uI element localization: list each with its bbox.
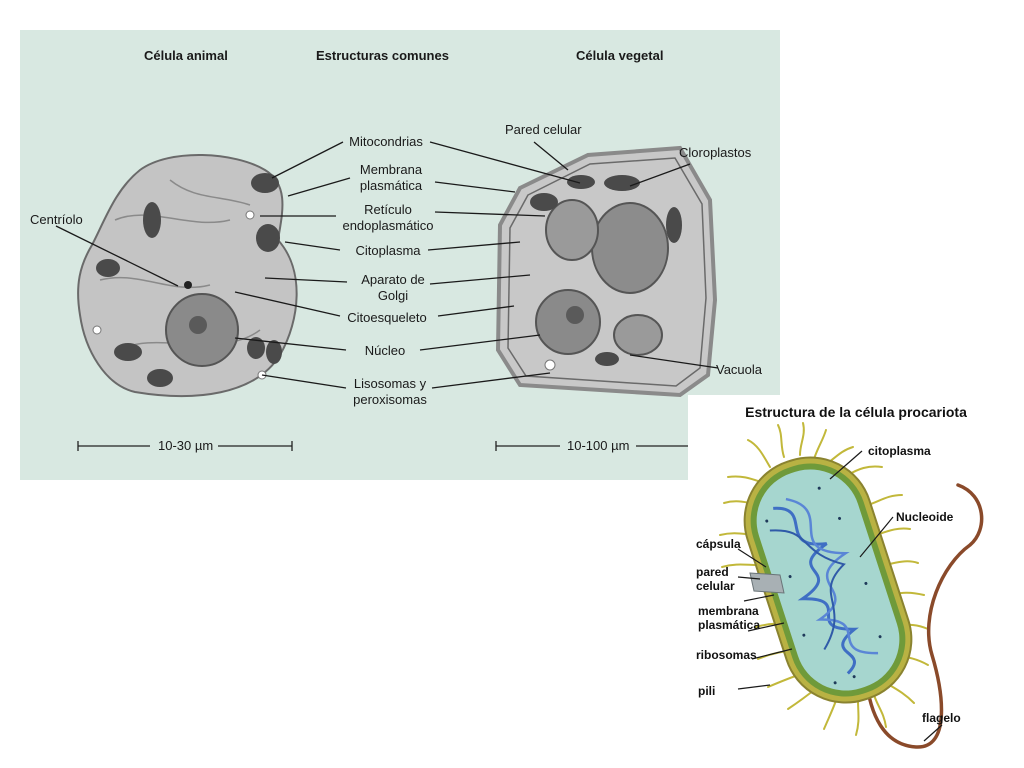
cutaway-wedge [749, 572, 785, 594]
label-golgi-2: Golgi [377, 288, 409, 303]
label-mitocondrias: Mitocondrias [349, 134, 423, 149]
label-golgi-1: Aparato de [361, 272, 425, 287]
plant-cell [495, 145, 718, 398]
label-membrana-2-pro: plasmática [698, 618, 761, 632]
label-flagelo: flagelo [922, 711, 961, 725]
header-animal-cell: Célula animal [144, 48, 228, 63]
label-lisosomas-1: Lisosomas y [353, 376, 427, 391]
prokaryotic-cell-panel: Estructura de la célula procariota citop… [688, 395, 1024, 768]
scale-animal: 10-30 µm [154, 438, 218, 453]
label-nucleoide: Nucleoide [896, 510, 954, 524]
label-citoplasma: Citoplasma [355, 243, 421, 258]
plant-nucleus [535, 289, 601, 355]
bacterium [743, 456, 913, 704]
label-membrana-1: Membrana [359, 162, 423, 177]
label-nucleo: Núcleo [364, 343, 406, 358]
prokaryote-drawing [719, 422, 984, 749]
leader-lines [55, 141, 719, 389]
prokaryote-leader-lines [737, 450, 943, 742]
label-cloroplastos: Cloroplastos [679, 145, 752, 160]
eukaryotic-cells-panel: Célula animal Estructuras comunes Célula… [20, 30, 780, 480]
scale-plant: 10-100 µm [563, 438, 634, 453]
label-lisosomas-2: peroxisomas [353, 392, 427, 407]
prokaryote-title: Estructura de la célula procariota [745, 404, 967, 420]
label-membrana-1-pro: membrana [698, 604, 759, 618]
header-plant-cell: Célula vegetal [576, 48, 664, 63]
plant-vacuole [591, 202, 669, 294]
label-citoesqueleto: Citoesqueleto [347, 310, 427, 325]
label-pili: pili [698, 684, 716, 698]
animal-cell [77, 154, 298, 398]
label-vacuola: Vacuola [716, 362, 763, 377]
label-reticulo-2: endoplasmático [342, 218, 434, 233]
label-membrana-2: plasmática [359, 178, 423, 193]
label-pared-1: pared [696, 565, 729, 579]
label-ribosomas: ribosomas [696, 648, 757, 662]
label-pared-celular: Pared celular [505, 122, 582, 137]
label-reticulo-1: Retículo [364, 202, 412, 217]
header-common-structures: Estructuras comunes [316, 48, 449, 63]
label-pared-2: celular [696, 579, 735, 593]
label-centriolo: Centríolo [30, 212, 83, 227]
eukaryotic-drawing [55, 141, 719, 451]
flagellum [864, 483, 984, 749]
scale-bars [77, 441, 688, 451]
label-citoplasma-pro: citoplasma [868, 444, 931, 458]
label-capsula: cápsula [696, 537, 741, 551]
